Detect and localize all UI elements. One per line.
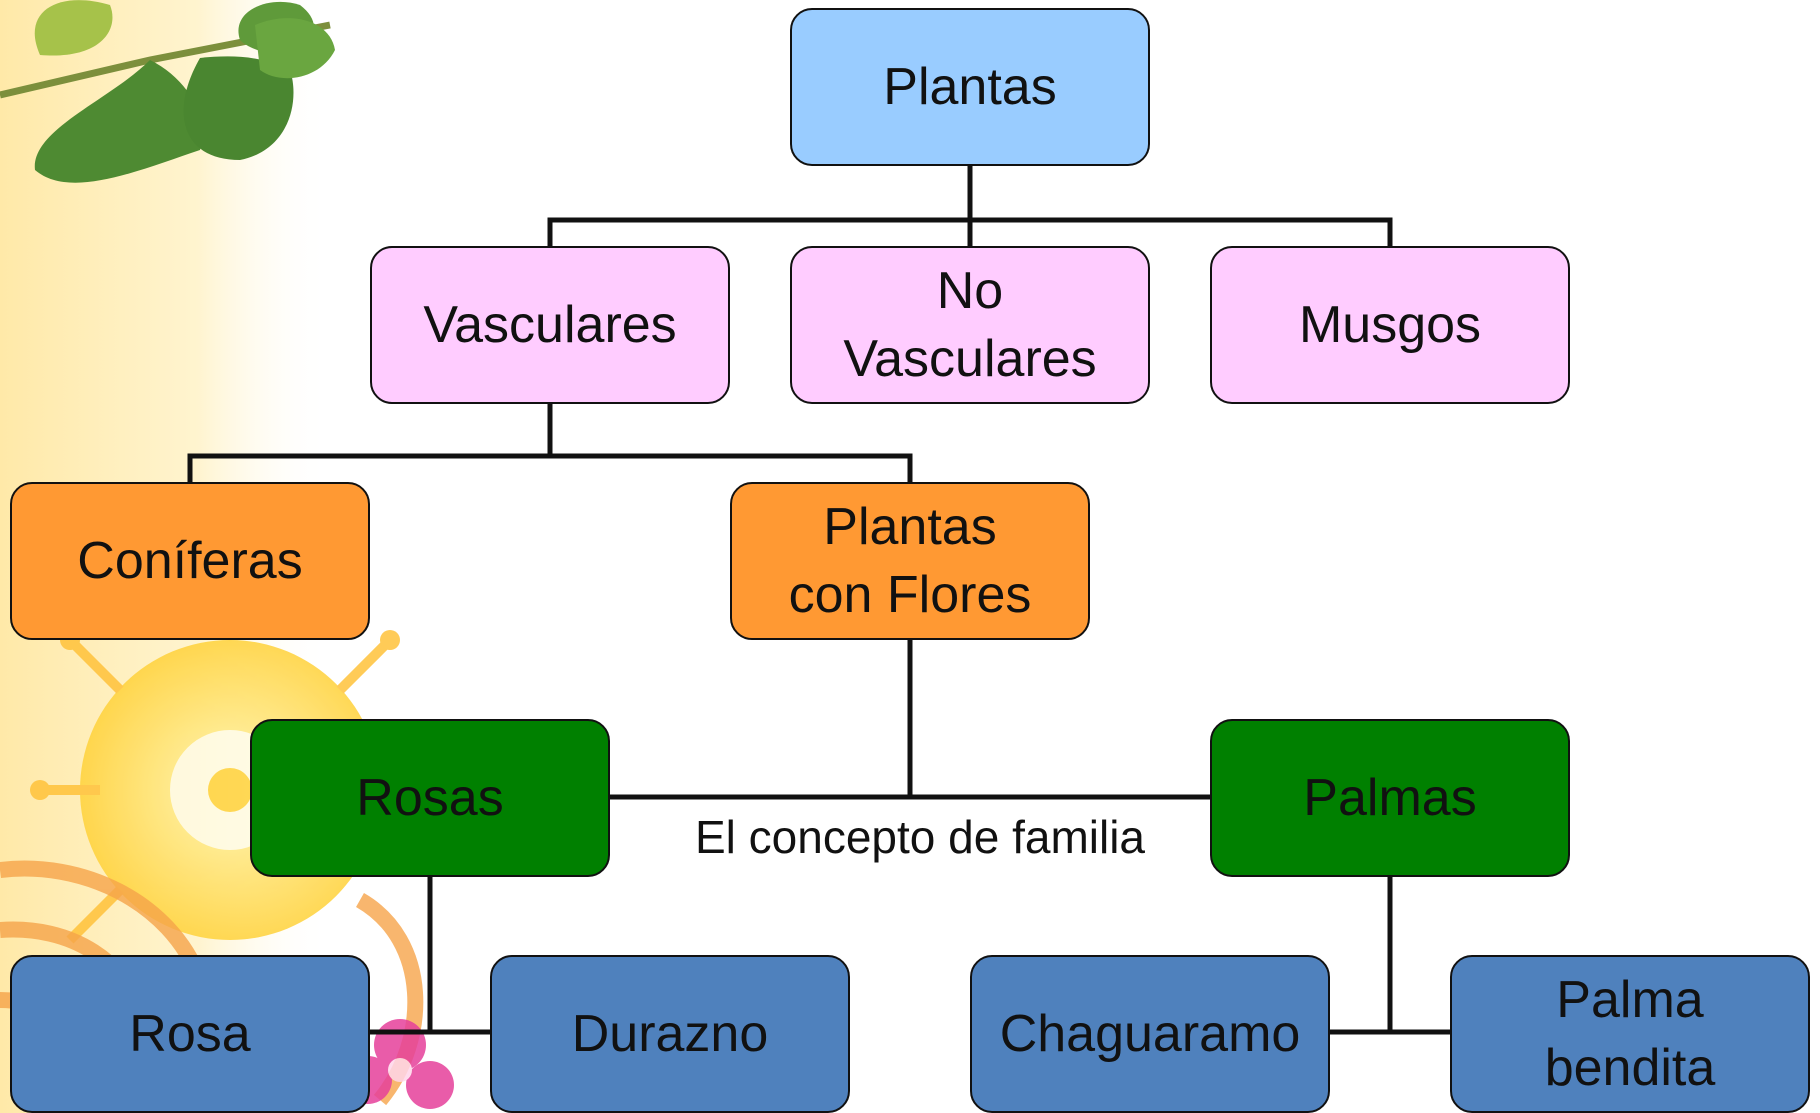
connector-root-to-level1 xyxy=(547,163,1393,249)
node-plantas-con-flores: Plantas con Flores xyxy=(730,482,1090,640)
node-rosas: Rosas xyxy=(250,719,610,877)
node-durazno: Durazno xyxy=(490,955,850,1113)
connector-vasculares-to-level2 xyxy=(187,401,913,485)
node-rosa: Rosa xyxy=(10,955,370,1113)
node-musgos: Musgos xyxy=(1210,246,1570,404)
ginkgo-leaves-decoration xyxy=(0,0,335,183)
node-chaguaramo: Chaguaramo xyxy=(970,955,1330,1113)
node-no-vasculares: No Vasculares xyxy=(790,246,1150,404)
connector-flores-to-level3 xyxy=(607,637,1213,800)
node-palmas: Palmas xyxy=(1210,719,1570,877)
family-concept-label: El concepto de familia xyxy=(694,811,1146,863)
connector-rosas-to-level4 xyxy=(367,874,493,1035)
node-vasculares: Vasculares xyxy=(370,246,730,404)
node-plantas: Plantas xyxy=(790,8,1150,166)
node-coniferas: Coníferas xyxy=(10,482,370,640)
node-palma-bendita: Palma bendita xyxy=(1450,955,1810,1113)
connector-palmas-to-level4 xyxy=(1327,874,1453,1035)
